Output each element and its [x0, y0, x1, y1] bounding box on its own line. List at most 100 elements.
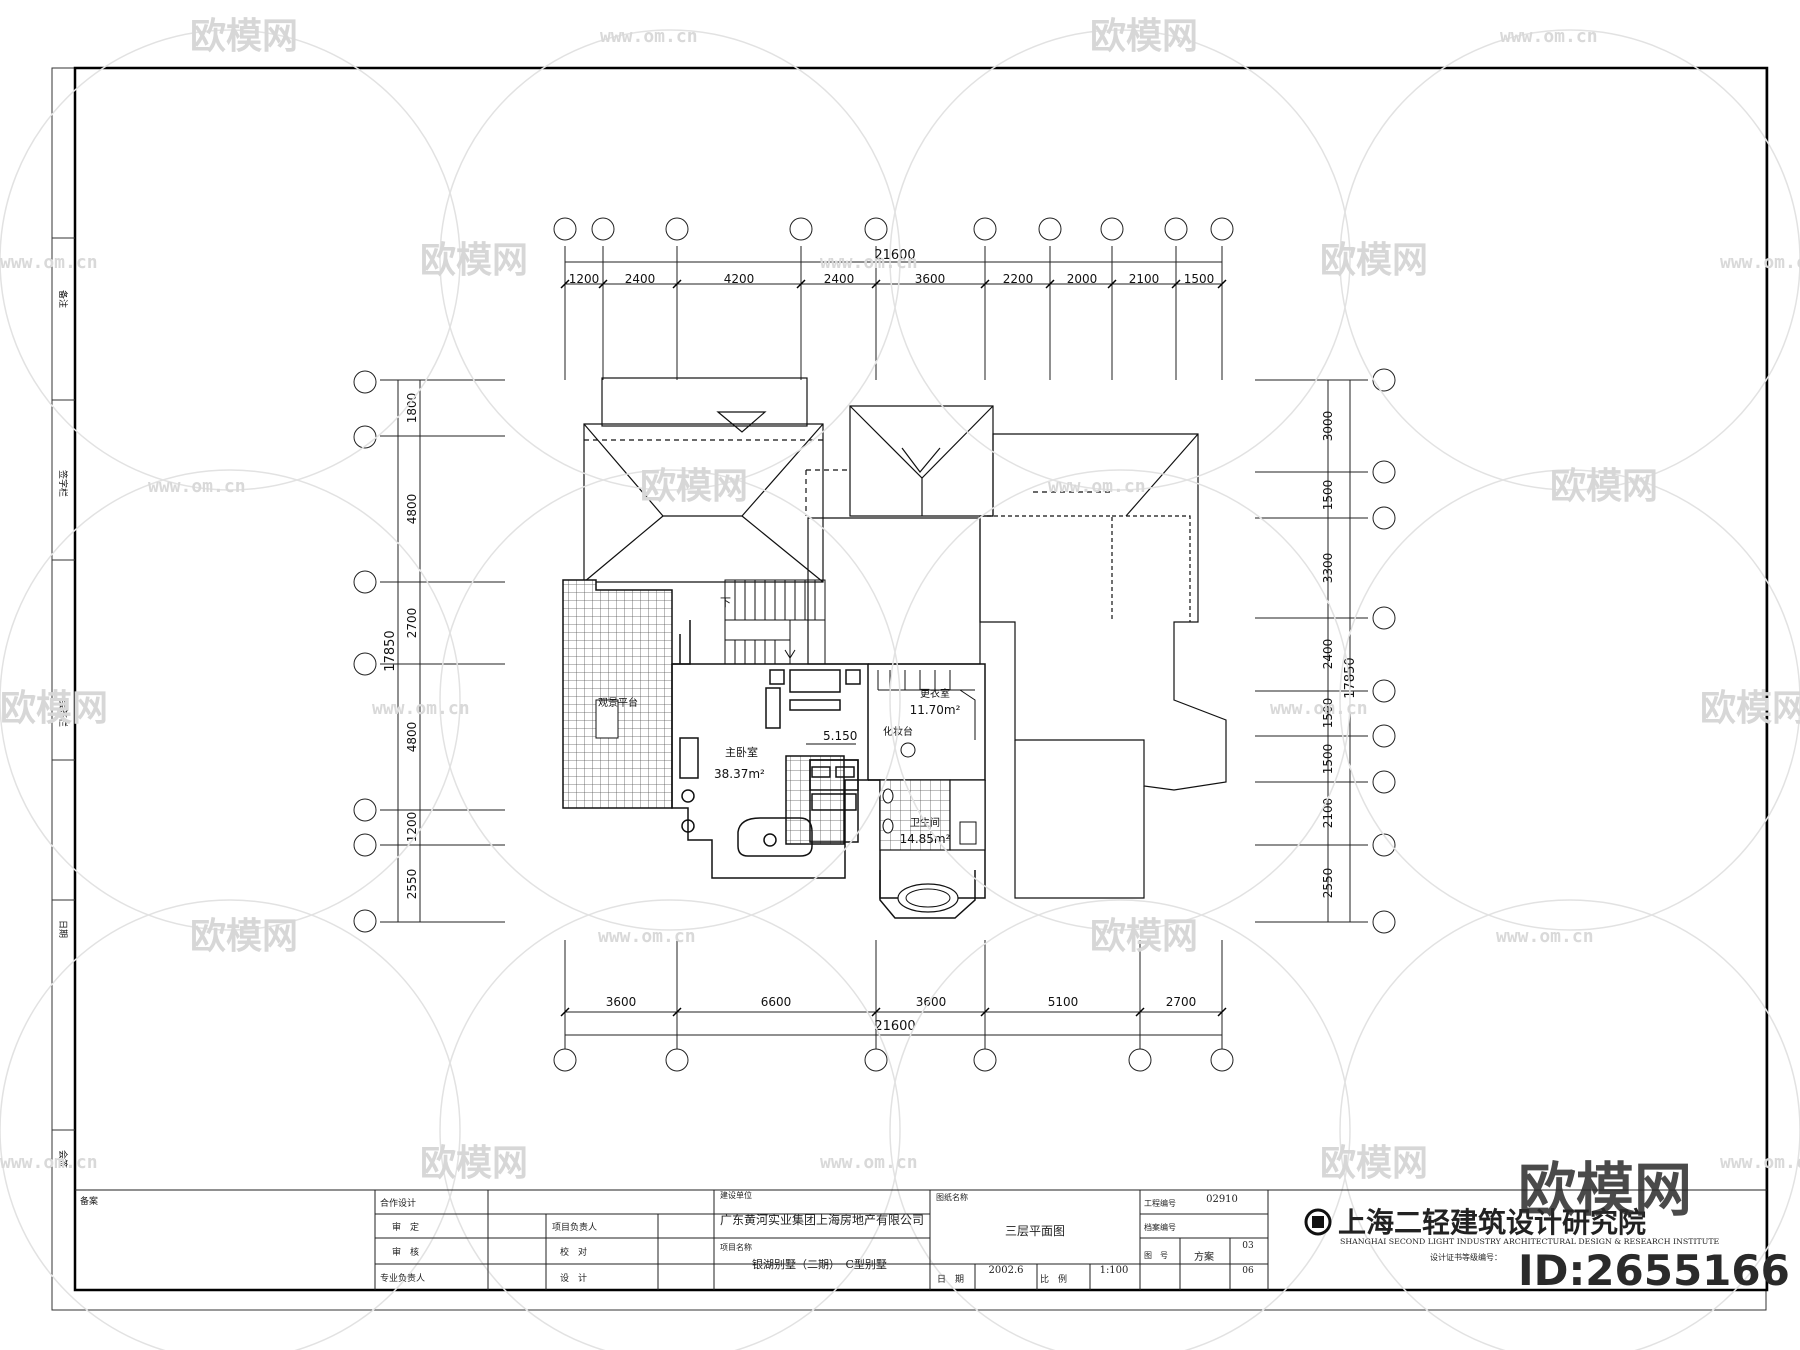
watermark-url: www.om.cn	[0, 1152, 98, 1173]
bottom-dim-2: 6600	[761, 995, 792, 1009]
watermark-brand: 欧模网	[420, 240, 528, 281]
watermark-url: www.om.cn	[1270, 698, 1368, 719]
watermark-url: www.om.cn	[820, 1152, 918, 1173]
tb-client: 广东黄河实业集团上海房地产有限公司	[720, 1212, 924, 1227]
right-dim-6: 1500	[1321, 744, 1335, 775]
right-dim-7: 2100	[1321, 798, 1335, 829]
watermark-url: www.om.cn	[372, 698, 470, 719]
watermark-url: www.om.cn	[598, 926, 696, 947]
bedroom-area: 38.37m²	[714, 767, 765, 781]
master-bedroom	[671, 620, 986, 919]
tb-design: 设 计	[560, 1272, 587, 1284]
dimension-ticks	[560, 279, 1227, 1017]
watermark-url: www.om.cn	[1048, 476, 1146, 497]
top-dim-3: 4200	[724, 272, 755, 286]
top-dim-7: 2000	[1067, 272, 1098, 286]
watermark-url: www.om.cn	[820, 252, 918, 273]
tb-remark: 备案	[80, 1195, 98, 1207]
tb-approve: 审 核	[392, 1246, 419, 1258]
tb-date: 2002.6	[989, 1265, 1024, 1276]
top-dim-6: 2200	[1003, 272, 1034, 286]
tb-archive-label: 档案编号	[1144, 1222, 1176, 1232]
tb-stage: 方案	[1194, 1250, 1214, 1263]
top-dim-4: 2400	[824, 272, 855, 286]
watermark-brand: 欧模网	[1090, 16, 1198, 57]
watermark-url: www.om.cn	[1500, 26, 1598, 47]
left-dim-1: 1800	[405, 393, 419, 424]
tb-hq-design: 合作设计	[380, 1197, 416, 1209]
roof-outlines	[583, 377, 1227, 899]
right-dim-2: 1500	[1321, 480, 1335, 511]
stair-down-label: 下	[720, 596, 731, 609]
bottom-dim-1: 3600	[606, 995, 637, 1009]
terrace	[562, 579, 673, 809]
tb-sheet-label: 图 号	[1144, 1251, 1168, 1260]
tb-project-label: 项目名称	[720, 1242, 752, 1252]
tb-check: 校 对	[560, 1246, 587, 1258]
tb-job-no-label: 工程编号	[1144, 1198, 1176, 1208]
bottom-total-dim: 21600	[874, 1019, 915, 1034]
watermark-brand: 欧模网	[640, 466, 748, 507]
left-dim-4: 4800	[405, 722, 419, 753]
right-dim-4: 2400	[1321, 639, 1335, 670]
tb-prof-lead: 专业负责人	[380, 1272, 425, 1284]
watermark-id: ID:2655166	[1518, 1246, 1790, 1295]
terrace-label: 观景平台	[598, 696, 638, 709]
side-label-sign: 签字栏	[57, 470, 69, 497]
walkin-label: 更衣室	[920, 687, 950, 700]
left-dim-3: 2700	[405, 608, 419, 639]
tb-audit: 审 定	[392, 1221, 419, 1233]
title-block-grid	[75, 1189, 1767, 1290]
bottom-dim-4: 5100	[1048, 995, 1079, 1009]
bathroom	[879, 779, 986, 913]
tb-scale: 1:100	[1100, 1265, 1129, 1276]
watermark-url: www.om.cn	[0, 252, 98, 273]
left-dim-6: 2550	[405, 869, 419, 900]
tb-proj-lead: 项目负责人	[552, 1221, 597, 1233]
watermark-brand: 欧模网	[420, 1143, 528, 1184]
tb-sheet-no: 03	[1242, 1241, 1254, 1251]
bottom-dim-3: 3600	[916, 995, 947, 1009]
watermark-brand: 欧模网	[1550, 466, 1658, 507]
walkin-area: 11.70m²	[910, 703, 961, 717]
tb-project: 银湖别墅（二期） C型别墅	[752, 1257, 887, 1271]
watermark-brand: 欧模网	[190, 16, 298, 57]
tb-sheet-total: 06	[1242, 1266, 1254, 1276]
axis-bubbles	[353, 217, 1396, 1072]
watermark-brand: 欧模网	[0, 688, 108, 729]
right-dim-8: 2550	[1321, 868, 1335, 899]
side-label-joint: 会签	[57, 1150, 69, 1168]
side-label-countersign: 会签栏	[57, 700, 69, 727]
watermark-url: www.om.cn	[1720, 252, 1800, 273]
watermark-big-brand: 欧模网	[1518, 1156, 1692, 1224]
top-dim-5: 3600	[915, 272, 946, 286]
institute-name-cn: 上海二轻建筑设计研究院	[1338, 1206, 1646, 1239]
top-total-dim: 21600	[874, 248, 915, 263]
right-dim-3: 3300	[1321, 553, 1335, 584]
cert-label: 设计证书等级编号：	[1430, 1252, 1502, 1262]
left-dim-2: 4800	[405, 494, 419, 525]
tb-date-label: 日 期	[937, 1274, 964, 1285]
left-margin-strip	[52, 237, 75, 1131]
top-dim-1: 1200	[569, 272, 600, 286]
left-dim-5: 1200	[405, 812, 419, 843]
floor-level: 5.150	[823, 729, 857, 743]
tb-client-label: 建设单位	[720, 1190, 752, 1200]
tb-drawing-name: 三层平面图	[1005, 1224, 1065, 1238]
watermark-url: www.om.cn	[1720, 1152, 1800, 1173]
right-dim-1: 3000	[1321, 411, 1335, 442]
right-total-dim: 17850	[1343, 657, 1358, 698]
right-dim-5: 1500	[1321, 698, 1335, 729]
watermark-brand: 欧模网	[1320, 240, 1428, 281]
watermark-brand: 欧模网	[1320, 1143, 1428, 1184]
institute-logo-icon	[1304, 1208, 1332, 1236]
top-dim-8: 2100	[1129, 272, 1160, 286]
tb-scale-label: 比 例	[1040, 1273, 1067, 1285]
tb-drawing-label: 图纸名称	[936, 1192, 968, 1202]
stair	[724, 579, 826, 665]
watermark-brand: 欧模网	[1700, 688, 1800, 729]
watermark-url: www.om.cn	[1496, 926, 1594, 947]
bedroom-label: 主卧室	[725, 745, 758, 759]
bottom-dim-5: 2700	[1166, 995, 1197, 1009]
